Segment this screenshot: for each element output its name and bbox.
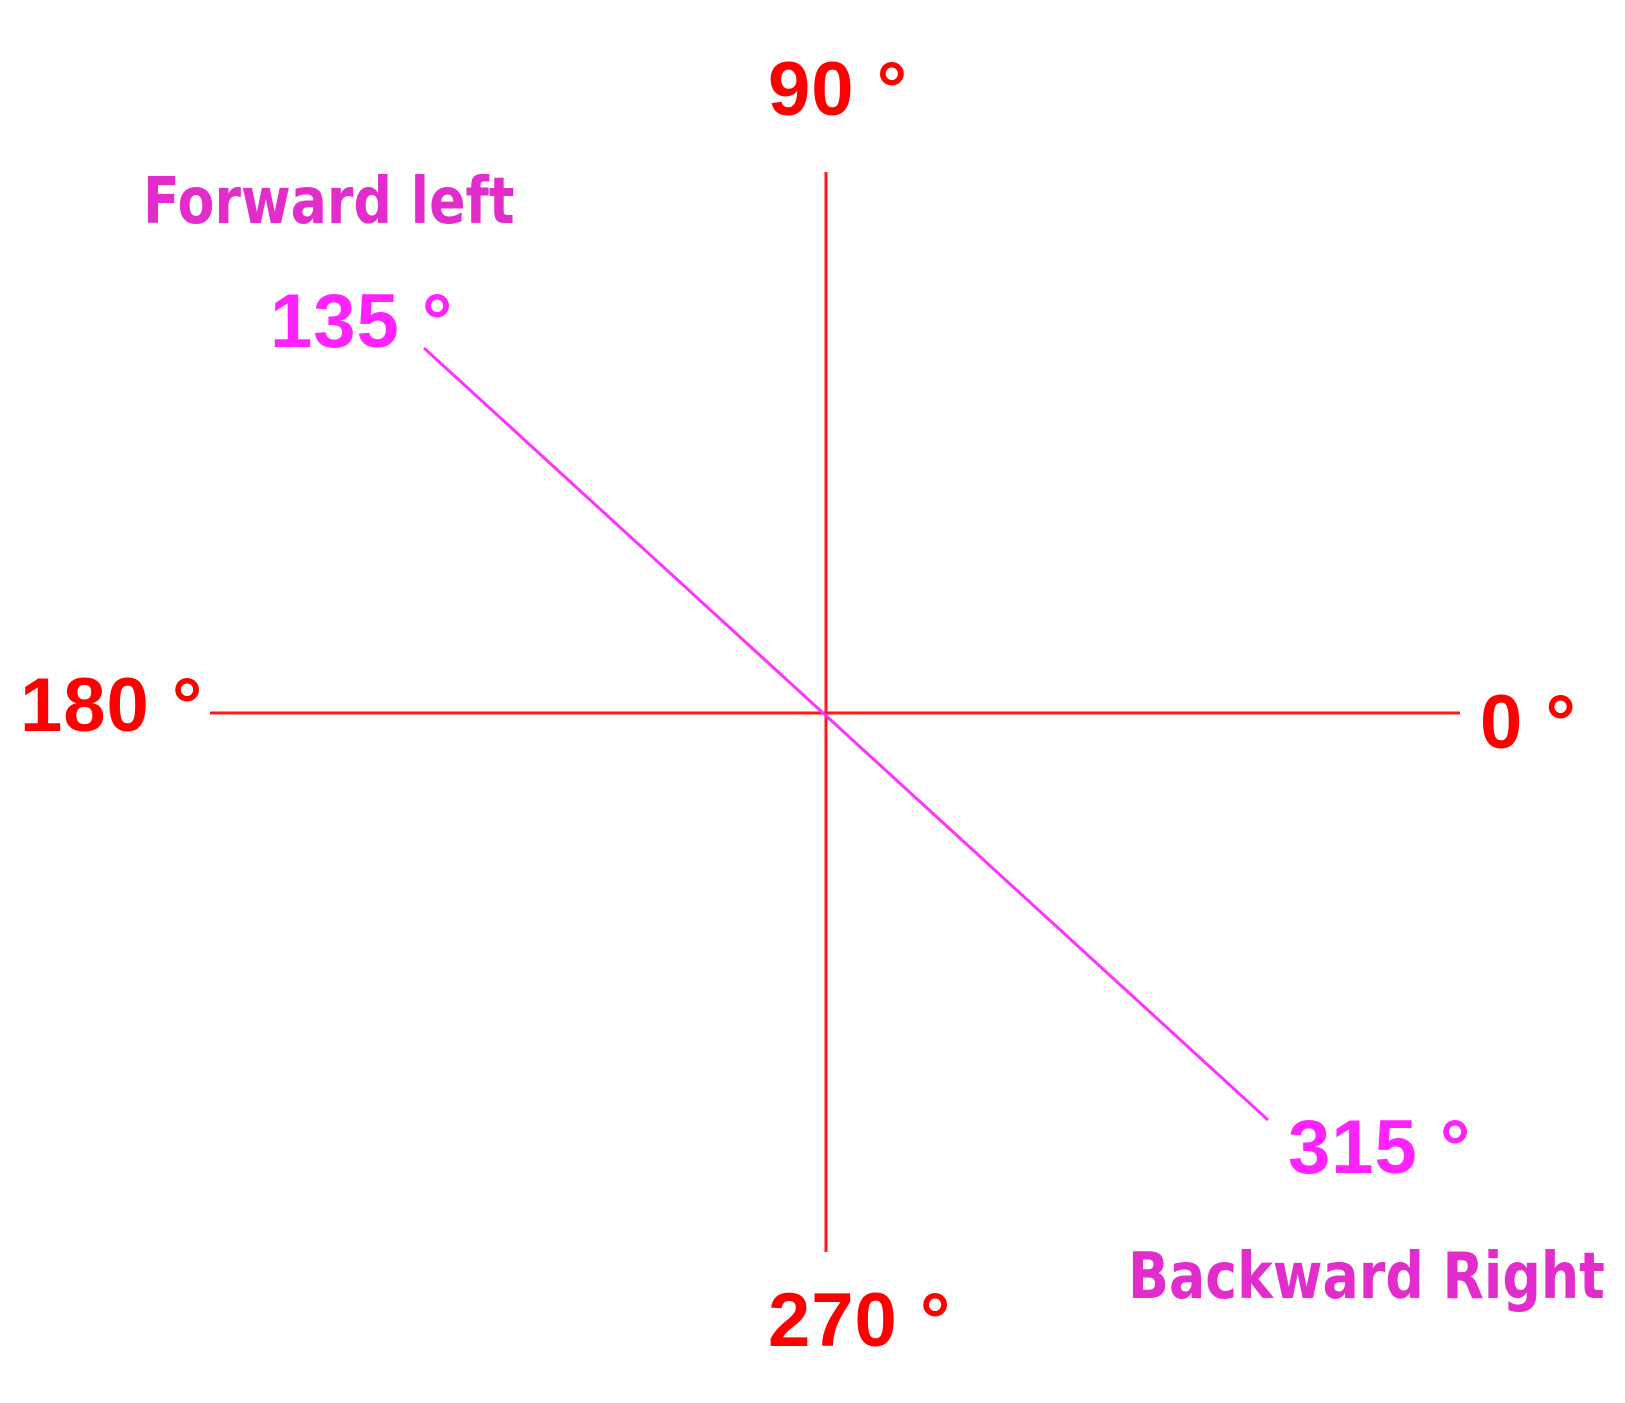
label-315-degrees: 315 °	[1288, 1105, 1472, 1190]
label-270-degrees: 270 °	[768, 1278, 952, 1363]
label-0-degrees: 0 °	[1480, 680, 1577, 765]
label-135-degrees: 135 °	[270, 279, 454, 364]
diagonal-line-135-315	[422, 346, 1270, 1122]
label-90-degrees: 90 °	[768, 47, 909, 132]
label-180-degrees: 180 °	[20, 663, 204, 748]
label-forward-left: Forward left	[143, 165, 515, 239]
label-backward-right: Backward Right	[1128, 1240, 1605, 1314]
